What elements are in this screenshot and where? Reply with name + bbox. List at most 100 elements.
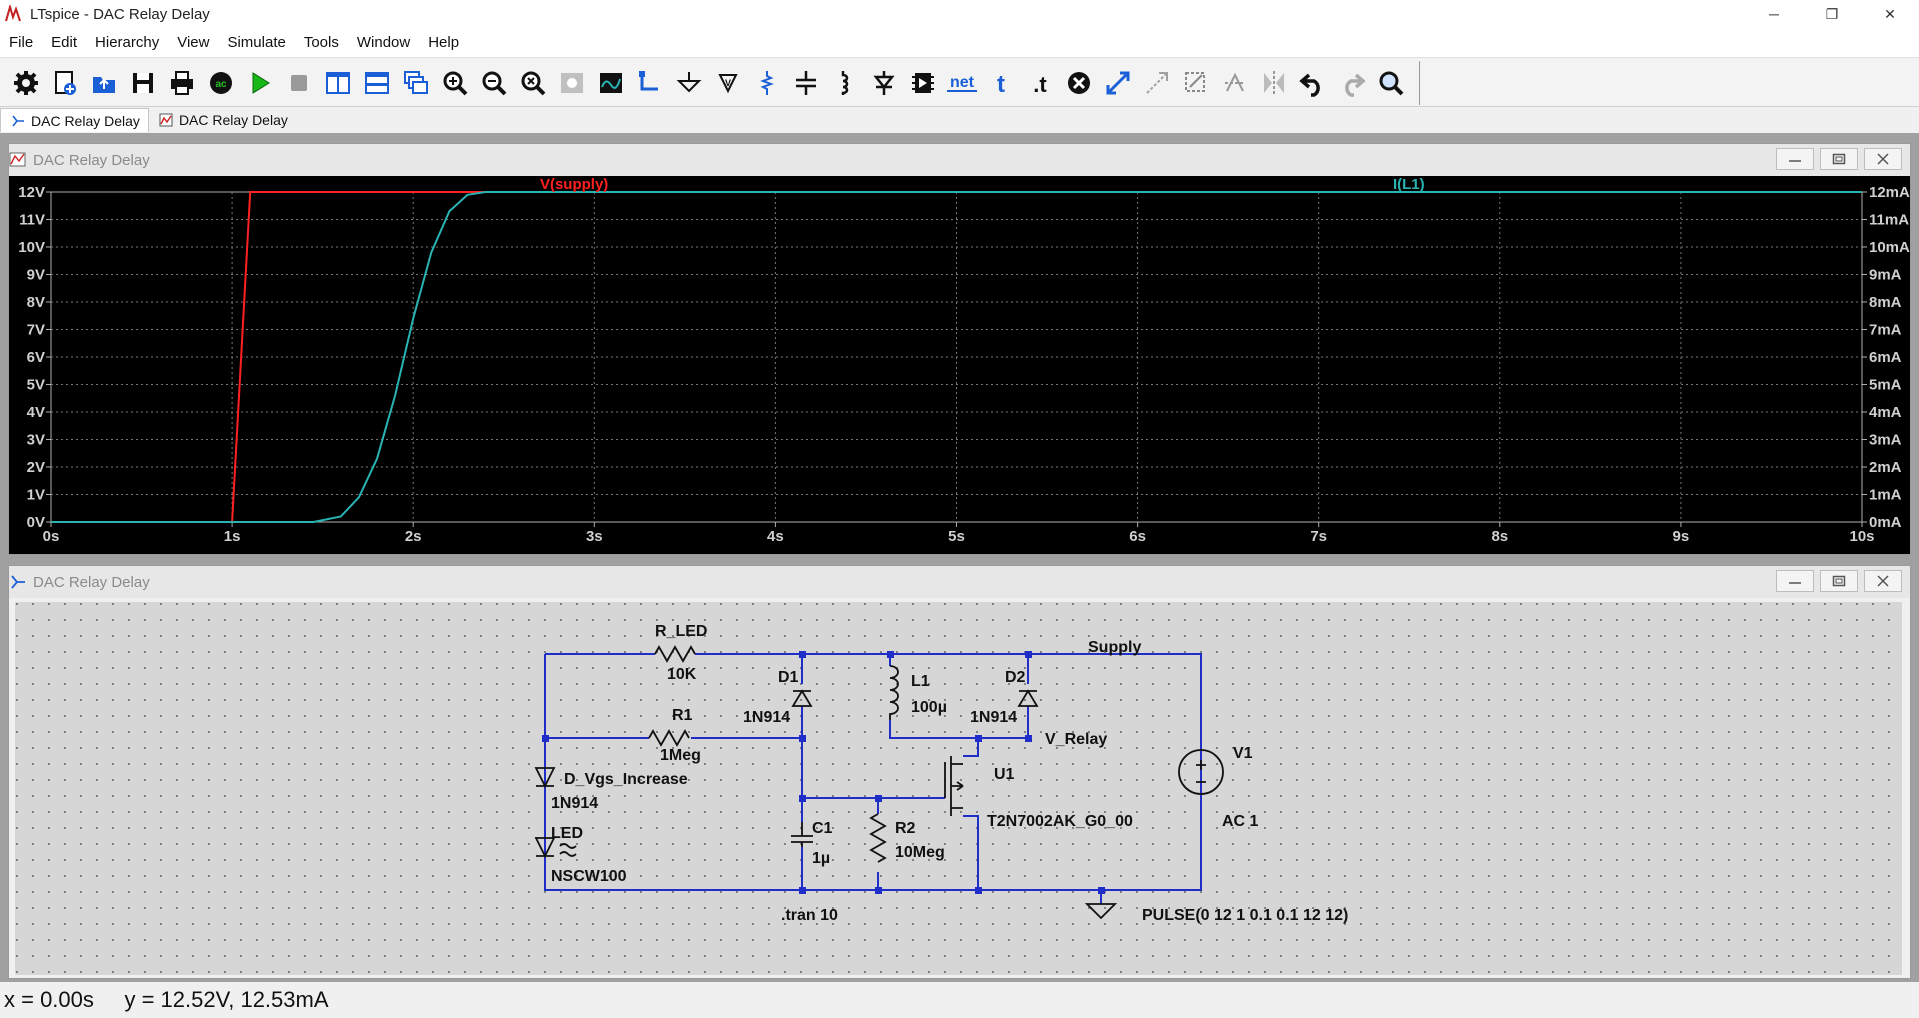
diode-icon[interactable]	[864, 63, 903, 103]
redo-icon[interactable]	[1332, 63, 1371, 103]
resistor-icon[interactable]	[747, 63, 786, 103]
value-v1: AC 1	[1222, 813, 1259, 830]
capacitor-icon[interactable]	[786, 63, 825, 103]
label-net-icon[interactable]: V	[708, 63, 747, 103]
title-bar: LTspice - DAC Relay Delay ─ ❐ ✕	[0, 0, 1919, 28]
find-icon[interactable]	[1371, 63, 1410, 103]
spice-dot-icon[interactable]: .t	[1020, 63, 1059, 103]
save-icon[interactable]	[123, 63, 162, 103]
run-ac-icon[interactable]: ac	[201, 63, 240, 103]
rotate-icon[interactable]	[1176, 63, 1215, 103]
value-u1: T2N7002AK_G0_00	[987, 813, 1133, 830]
cascade-icon[interactable]	[396, 63, 435, 103]
print-icon[interactable]	[162, 63, 201, 103]
series-line-il1	[51, 191, 1862, 523]
y-left-tick-label: 12V	[18, 184, 45, 201]
autorange-icon[interactable]	[591, 63, 630, 103]
menu-tools[interactable]: Tools	[303, 34, 339, 51]
zoom-in-icon[interactable]	[435, 63, 474, 103]
x-tick-label: 6s	[1129, 528, 1146, 545]
x-tick-label: 9s	[1673, 528, 1690, 545]
schematic-window-title: DAC Relay Delay	[33, 573, 150, 591]
resistor-r2	[869, 813, 887, 863]
svg-text:ac: ac	[215, 79, 227, 90]
open-icon[interactable]	[84, 63, 123, 103]
close-button[interactable]: ✕	[1884, 5, 1896, 22]
delete-icon[interactable]	[1059, 63, 1098, 103]
move-icon[interactable]	[1098, 63, 1137, 103]
y-left-tick-label: 2V	[27, 459, 45, 476]
x-tick-label: 5s	[948, 528, 965, 545]
minimize-button[interactable]: ─	[1769, 6, 1779, 22]
tab-waveform[interactable]: DAC Relay Delay	[149, 108, 296, 132]
close-button[interactable]	[1864, 148, 1902, 170]
inductor-icon[interactable]	[825, 63, 864, 103]
restore-button[interactable]	[1820, 148, 1858, 170]
y-right-tick-label: 8mA	[1869, 294, 1902, 311]
restore-button[interactable]: ❐	[1825, 5, 1839, 22]
waveform-icon	[159, 113, 173, 127]
ground-symbol	[1084, 903, 1118, 920]
new-schematic-icon[interactable]	[45, 63, 84, 103]
menu-simulate[interactable]: Simulate	[227, 34, 286, 51]
y-left-tick-label: 10V	[18, 239, 45, 256]
zoom-full-icon[interactable]	[552, 63, 591, 103]
mirror-icon[interactable]	[1215, 63, 1254, 103]
minimize-button[interactable]	[1776, 148, 1814, 170]
menu-window[interactable]: Window	[356, 34, 411, 51]
y-right-tick-label: 7mA	[1869, 322, 1902, 339]
x-tick-label: 3s	[586, 528, 603, 545]
run-icon[interactable]	[240, 63, 279, 103]
component-icon[interactable]	[903, 63, 942, 103]
y-left-tick-label: 5V	[27, 377, 45, 394]
y-left-tick-label: 1V	[27, 487, 45, 504]
minimize-button[interactable]	[1776, 570, 1814, 592]
wires	[544, 653, 1202, 904]
menu-help[interactable]: Help	[428, 34, 460, 51]
tab-label: DAC Relay Delay	[178, 112, 288, 128]
flip-icon[interactable]	[1254, 63, 1293, 103]
status-bar: x = 0.00s y = 12.52V, 12.53mA	[0, 982, 1919, 1018]
net-label-supply: Supply	[1088, 639, 1141, 656]
close-button[interactable]	[1864, 570, 1902, 592]
y-left-tick-label: 6V	[27, 349, 45, 366]
text-tool-label: t	[997, 71, 1005, 97]
y-right-tick-label: 10mA	[1869, 239, 1910, 256]
y-left-tick-label: 8V	[27, 294, 45, 311]
y-right-tick-label: 3mA	[1869, 432, 1902, 449]
menu-file[interactable]: File	[9, 34, 34, 51]
zoom-fit-icon[interactable]	[513, 63, 552, 103]
x-tick-label: 2s	[405, 528, 422, 545]
draw-wire-icon[interactable]	[630, 63, 669, 103]
menu-edit[interactable]: Edit	[51, 34, 78, 51]
text-icon[interactable]: t	[981, 63, 1020, 103]
svg-text:V: V	[724, 78, 730, 88]
undo-icon[interactable]	[1293, 63, 1332, 103]
zoom-out-icon[interactable]	[474, 63, 513, 103]
ground-icon[interactable]	[669, 63, 708, 103]
schematic-icon	[11, 575, 25, 589]
menu-hierarchy[interactable]: Hierarchy	[95, 34, 160, 51]
tab-schematic[interactable]: DAC Relay Delay	[0, 108, 149, 132]
spice-directive-icon[interactable]: net	[942, 63, 981, 103]
window-title: LTspice - DAC Relay Delay	[30, 5, 210, 23]
y-left-tick-label: 3V	[27, 432, 45, 449]
ltspice-logo-icon	[5, 5, 21, 22]
gear-icon[interactable]	[6, 63, 45, 103]
x-tick-label: 8s	[1491, 528, 1508, 545]
y-right-tick-label: 0mA	[1869, 514, 1902, 531]
diode-dvgs	[534, 767, 556, 789]
tile-horizontal-icon[interactable]	[357, 63, 396, 103]
value-d2: 1N914	[970, 709, 1017, 726]
drag-icon[interactable]	[1137, 63, 1176, 103]
x-tick-label: 1s	[224, 528, 241, 545]
resistor-r-led	[654, 645, 696, 663]
halt-icon[interactable]	[279, 63, 318, 103]
tile-vertical-icon[interactable]	[318, 63, 357, 103]
schematic-canvas[interactable]: R_LED 10K R1 1Meg D1 1N914 L1 100µ D2 1N…	[15, 602, 1902, 975]
label-l1: L1	[911, 673, 930, 690]
menu-view[interactable]: View	[177, 34, 210, 51]
restore-button[interactable]	[1820, 570, 1858, 592]
